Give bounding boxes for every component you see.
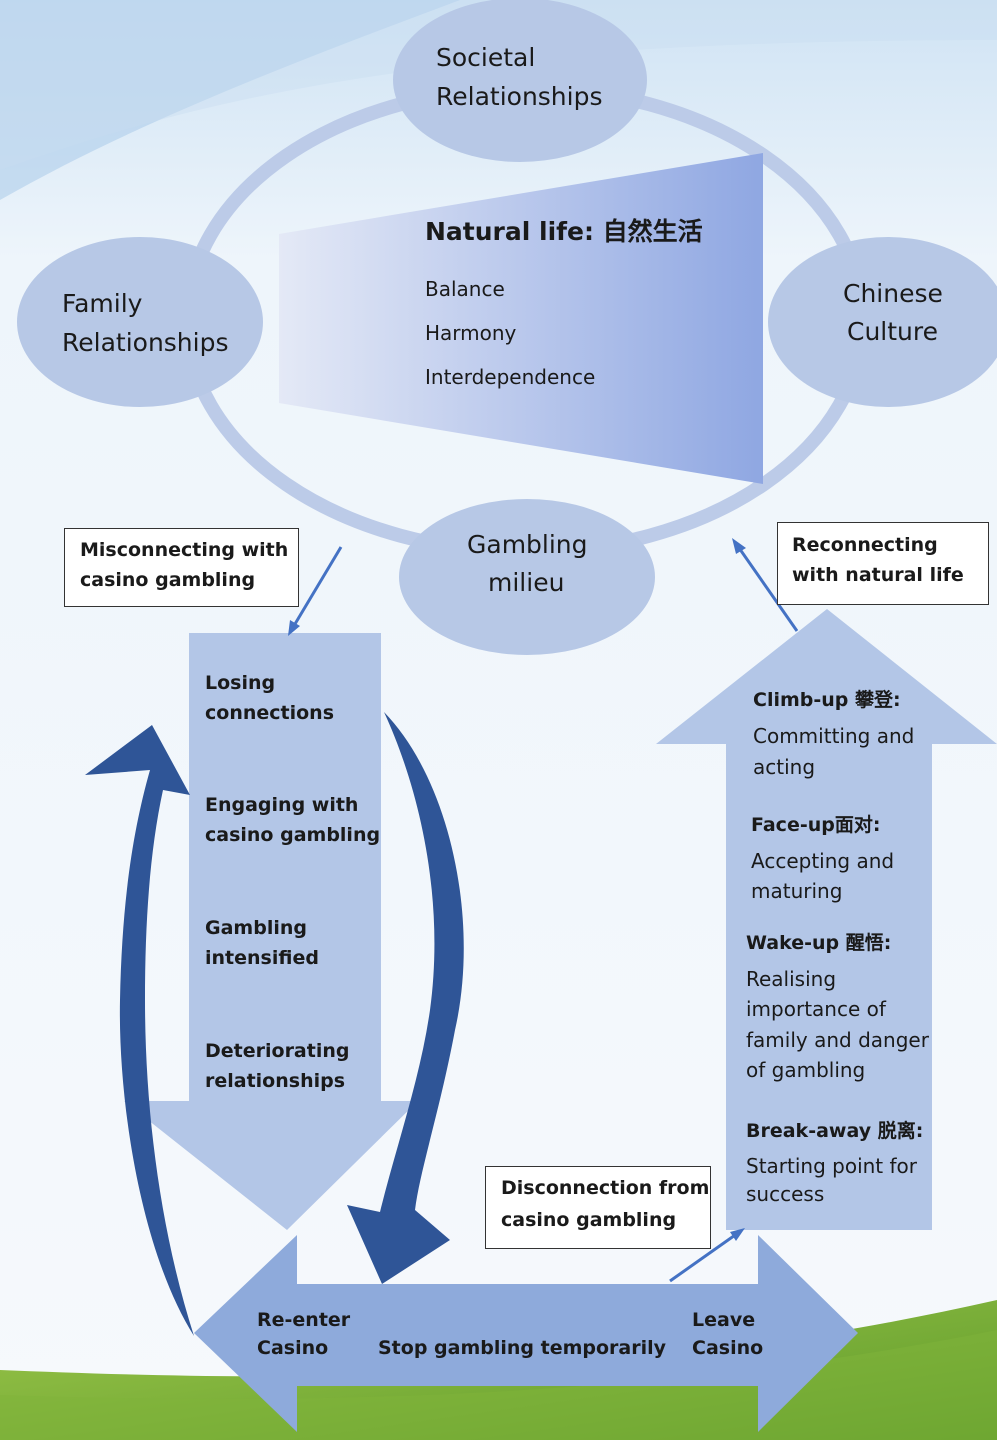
reconnecting-arrowhead <box>732 538 746 554</box>
grass-highlight <box>0 1330 997 1440</box>
up-stage-line: Committing and <box>753 724 915 748</box>
misconnecting-arrowhead <box>288 620 300 636</box>
up-stage-line: acting <box>753 755 816 779</box>
natural-life-item: Harmony <box>425 321 517 345</box>
family-label-1: Family <box>62 289 143 318</box>
societal-circle <box>393 0 647 162</box>
gambling-label-2: milieu <box>488 568 565 597</box>
natural-life-item: Balance <box>425 277 505 301</box>
reenter-casino-line-2: Casino <box>257 1337 329 1359</box>
family-label-2: Relationships <box>62 328 229 357</box>
natural-life-title: Natural life: 自然生活 <box>425 217 703 246</box>
misconnecting-line-2: casino gambling <box>80 569 256 591</box>
up-stage-line: importance of <box>746 997 886 1021</box>
up-stage-line: of gambling <box>746 1058 866 1082</box>
natural-life-item: Interdependence <box>425 365 596 389</box>
sky-swoosh <box>0 0 460 200</box>
leave-casino-line-1: Leave <box>692 1309 756 1331</box>
disconnection-arrowhead <box>730 1228 745 1241</box>
misconnecting-line-1: Misconnecting with <box>80 539 289 561</box>
right-cycle-arrow <box>347 712 464 1284</box>
down-stage-line: Engaging with <box>205 794 359 816</box>
societal-label-2: Relationships <box>436 82 603 111</box>
reconnecting-connector <box>735 544 799 632</box>
stop-gambling-label: Stop gambling temporarily <box>378 1337 667 1359</box>
up-stage-line: maturing <box>751 879 843 903</box>
reconnecting-line-1: Reconnecting <box>792 534 938 556</box>
disconnection-line-2: casino gambling <box>501 1209 677 1231</box>
sky-swoosh <box>0 0 997 170</box>
disconnection-connector <box>669 1231 739 1283</box>
down-stage-line: connections <box>205 702 335 724</box>
up-stage-line: Realising <box>746 967 837 991</box>
up-stage-title: Break-away 脱离: <box>746 1120 924 1142</box>
up-stage-line: Starting point for <box>746 1154 918 1178</box>
disconnection-line-1: Disconnection from <box>501 1177 710 1199</box>
misconnecting-connector <box>290 546 343 630</box>
reenter-casino-line-1: Re-enter <box>257 1309 351 1331</box>
chinese-label-1: Chinese <box>843 279 943 308</box>
leave-casino-line-2: Casino <box>692 1337 764 1359</box>
down-arrow <box>124 633 418 1230</box>
up-stage-title: Face-up面对: <box>751 814 881 836</box>
up-stage-line: Accepting and <box>751 849 895 873</box>
down-stage-line: casino gambling <box>205 824 381 846</box>
chinese-culture-circle <box>768 237 997 407</box>
left-cycle-arrow <box>85 725 194 1336</box>
bottom-double-arrow <box>194 1235 858 1432</box>
chinese-label-2: Culture <box>847 317 939 346</box>
gambling-label-1: Gambling <box>467 530 588 559</box>
down-stage-line: intensified <box>205 947 319 969</box>
up-stage-line: success <box>746 1182 825 1206</box>
reconnecting-line-2: with natural life <box>792 564 964 586</box>
reconnecting-box <box>777 522 989 605</box>
down-stage-line: relationships <box>205 1070 346 1092</box>
up-stage-title: Wake-up 醒悟: <box>746 932 892 954</box>
down-stage-line: Gambling <box>205 917 307 939</box>
societal-label-1: Societal <box>436 43 536 72</box>
up-stage-line: family and danger <box>746 1028 929 1052</box>
up-stage-title: Climb-up 攀登: <box>753 689 901 711</box>
down-stage-line: Losing <box>205 672 276 694</box>
natural-life-panel <box>279 153 763 484</box>
gambling-milieu-circle <box>399 499 655 655</box>
misconnecting-box <box>64 528 299 607</box>
family-circle <box>17 237 263 407</box>
down-stage-line: Deteriorating <box>205 1040 350 1062</box>
up-arrow <box>656 609 997 1230</box>
disconnection-box <box>485 1166 711 1249</box>
